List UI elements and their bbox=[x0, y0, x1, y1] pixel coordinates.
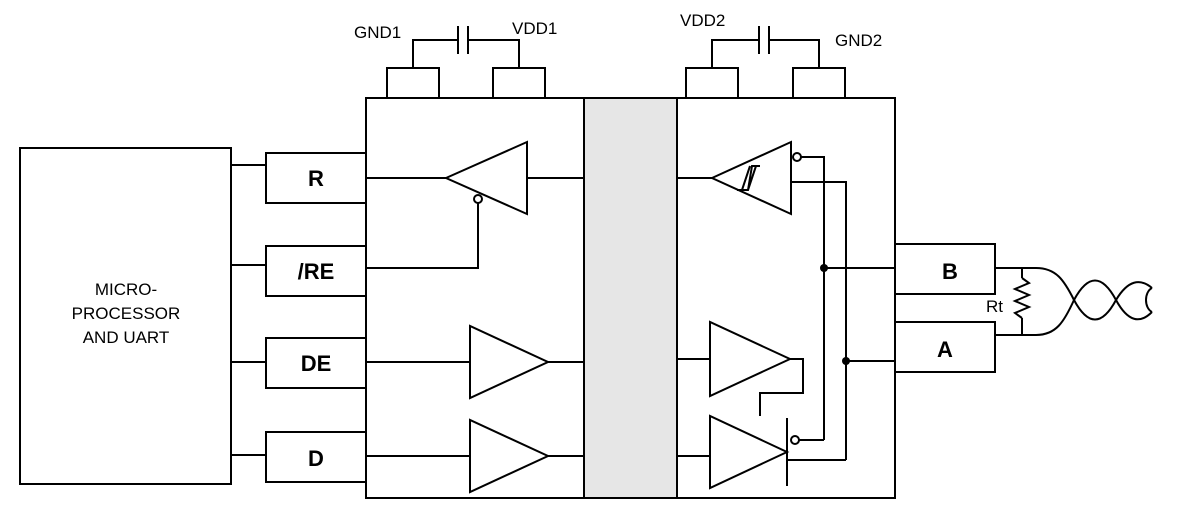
hysteresis-icon bbox=[737, 165, 760, 191]
mcu-label-line3: AND UART bbox=[83, 328, 170, 347]
pin-re: /RE bbox=[265, 245, 367, 297]
twisted-pair-wire-1 bbox=[1035, 267, 1153, 321]
pin-de: DE bbox=[265, 337, 367, 389]
junction-b bbox=[820, 264, 828, 272]
mcu-label-line2: PROCESSOR bbox=[72, 304, 181, 323]
isolation-barrier bbox=[583, 97, 678, 499]
gnd2-label: GND2 bbox=[835, 31, 882, 50]
re-inversion-bubble bbox=[473, 194, 483, 204]
d-buffer bbox=[366, 418, 584, 494]
receiver-output-buffer bbox=[366, 140, 584, 269]
pin-a-label: A bbox=[937, 337, 953, 362]
vdd2-label: VDD2 bbox=[680, 11, 725, 30]
pin-de-label: DE bbox=[301, 351, 332, 376]
pin-r-label: R bbox=[308, 166, 324, 191]
twisted-pair-wire-2 bbox=[1035, 279, 1153, 336]
pin-b: B bbox=[894, 243, 996, 295]
pin-d: D bbox=[265, 431, 367, 483]
mcu-label-line1: MICRO- bbox=[95, 280, 157, 299]
microprocessor-block: MICRO- PROCESSOR AND UART bbox=[19, 147, 232, 485]
vdd1-label: VDD1 bbox=[512, 19, 557, 38]
twisted-pair-end bbox=[1145, 287, 1153, 313]
pin-a: A bbox=[894, 321, 996, 373]
pin-d-label: D bbox=[308, 446, 324, 471]
pin-re-label: /RE bbox=[298, 259, 335, 284]
rt-label: Rt bbox=[986, 297, 1003, 316]
pin-b-label: B bbox=[942, 259, 958, 284]
pin-r: R bbox=[265, 152, 367, 204]
junction-a bbox=[842, 357, 850, 365]
mcu-pin-wires bbox=[231, 164, 266, 456]
termination-and-cable: Rt bbox=[986, 267, 1153, 336]
receiver-inversion-bubble bbox=[792, 152, 802, 162]
driver-inversion-bubble bbox=[790, 435, 800, 445]
bus-line-driver bbox=[677, 414, 846, 490]
bus-enable-buffer bbox=[677, 320, 804, 416]
bus-junctions bbox=[820, 264, 895, 365]
supply-side1: GND1 VDD1 bbox=[354, 19, 557, 99]
de-buffer bbox=[366, 324, 584, 400]
resistor-rt bbox=[1012, 277, 1032, 319]
gnd1-label: GND1 bbox=[354, 23, 401, 42]
bus-receiver bbox=[677, 140, 847, 460]
supply-side2: VDD2 GND2 bbox=[680, 11, 882, 99]
